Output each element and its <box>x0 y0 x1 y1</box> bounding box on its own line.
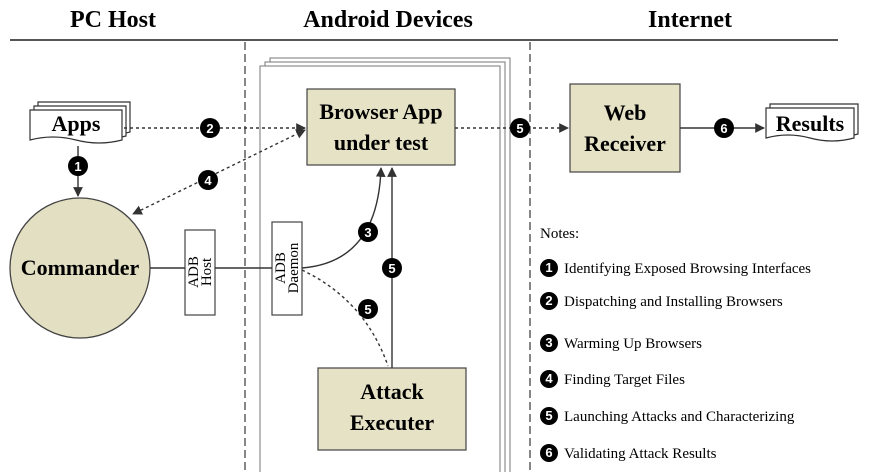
svg-text:2: 2 <box>206 121 213 136</box>
svg-text:3: 3 <box>364 225 371 240</box>
header-internet: Internet <box>648 7 732 33</box>
results-label: Results <box>776 111 845 136</box>
adb-host-line1: ADB <box>186 256 202 288</box>
web-label-line1: Web <box>604 100 647 125</box>
step-badge-5-daemon: 5 <box>358 299 378 319</box>
svg-text:6: 6 <box>545 445 552 460</box>
svg-text:5: 5 <box>388 261 395 276</box>
note-item-2: 2 Dispatching and Installing Browsers <box>540 292 783 310</box>
note-item-1: 1 Identifying Exposed Browsing Interface… <box>540 259 811 277</box>
step-badge-6: 6 <box>714 118 734 138</box>
note-item-6: 6 Validating Attack Results <box>540 444 717 462</box>
header-android-devices: Android Devices <box>303 7 473 33</box>
edge-browser-commander <box>132 129 306 215</box>
attack-executer-box <box>317 367 467 451</box>
note-item-3: 3 Warming Up Browsers <box>540 334 702 352</box>
svg-text:Dispatching and Installing Bro: Dispatching and Installing Browsers <box>564 294 783 310</box>
apps-label: Apps <box>52 111 101 136</box>
step-badge-3: 3 <box>358 222 378 242</box>
header-pc-host: PC Host <box>70 7 156 33</box>
svg-text:3: 3 <box>545 335 552 350</box>
adb-host-line2: Host <box>199 257 215 286</box>
notes-title: Notes: <box>540 226 579 242</box>
browser-label-line2: under test <box>334 130 429 155</box>
svg-text:Identifying Exposed Browsing I: Identifying Exposed Browsing Interfaces <box>564 261 811 277</box>
svg-text:6: 6 <box>720 121 727 136</box>
web-label-line2: Receiver <box>584 131 666 156</box>
web-receiver-box <box>569 83 681 173</box>
svg-text:4: 4 <box>204 173 212 188</box>
svg-text:Warming Up Browsers: Warming Up Browsers <box>564 336 702 352</box>
attack-label-line2: Executer <box>350 410 435 435</box>
svg-text:4: 4 <box>545 371 553 386</box>
step-badge-5-web: 5 <box>510 118 530 138</box>
apps-document: Apps <box>29 101 131 144</box>
svg-text:1: 1 <box>74 159 81 174</box>
svg-text:1: 1 <box>545 260 552 275</box>
adb-daemon-line2: Daemon <box>286 242 302 293</box>
svg-text:5: 5 <box>545 408 552 423</box>
step-badge-1: 1 <box>68 156 88 176</box>
adb-daemon-box <box>271 221 303 316</box>
browser-app-box <box>306 88 456 166</box>
svg-text:5: 5 <box>516 121 523 136</box>
step-badge-2: 2 <box>200 118 220 138</box>
edge-daemon-attack <box>301 269 389 367</box>
svg-text:Finding Target Files: Finding Target Files <box>564 372 685 388</box>
adb-daemon-line1: ADB <box>273 252 289 284</box>
step-badge-4: 4 <box>198 170 218 190</box>
note-item-4: 4 Finding Target Files <box>540 370 685 388</box>
svg-text:Launching Attacks and Characte: Launching Attacks and Characterizing <box>564 409 795 425</box>
edge-daemon-browser <box>301 167 386 269</box>
svg-text:2: 2 <box>545 293 552 308</box>
svg-text:Validating Attack Results: Validating Attack Results <box>564 446 717 462</box>
browser-label-line1: Browser App <box>319 99 442 124</box>
adb-host-box <box>184 229 216 316</box>
commander-label: Commander <box>21 255 140 280</box>
svg-text:5: 5 <box>364 302 371 317</box>
step-badge-5-vertical: 5 <box>382 258 402 278</box>
results-document: Results <box>765 103 859 142</box>
attack-label-line1: Attack <box>360 379 424 404</box>
note-item-5: 5 Launching Attacks and Characterizing <box>540 407 795 425</box>
